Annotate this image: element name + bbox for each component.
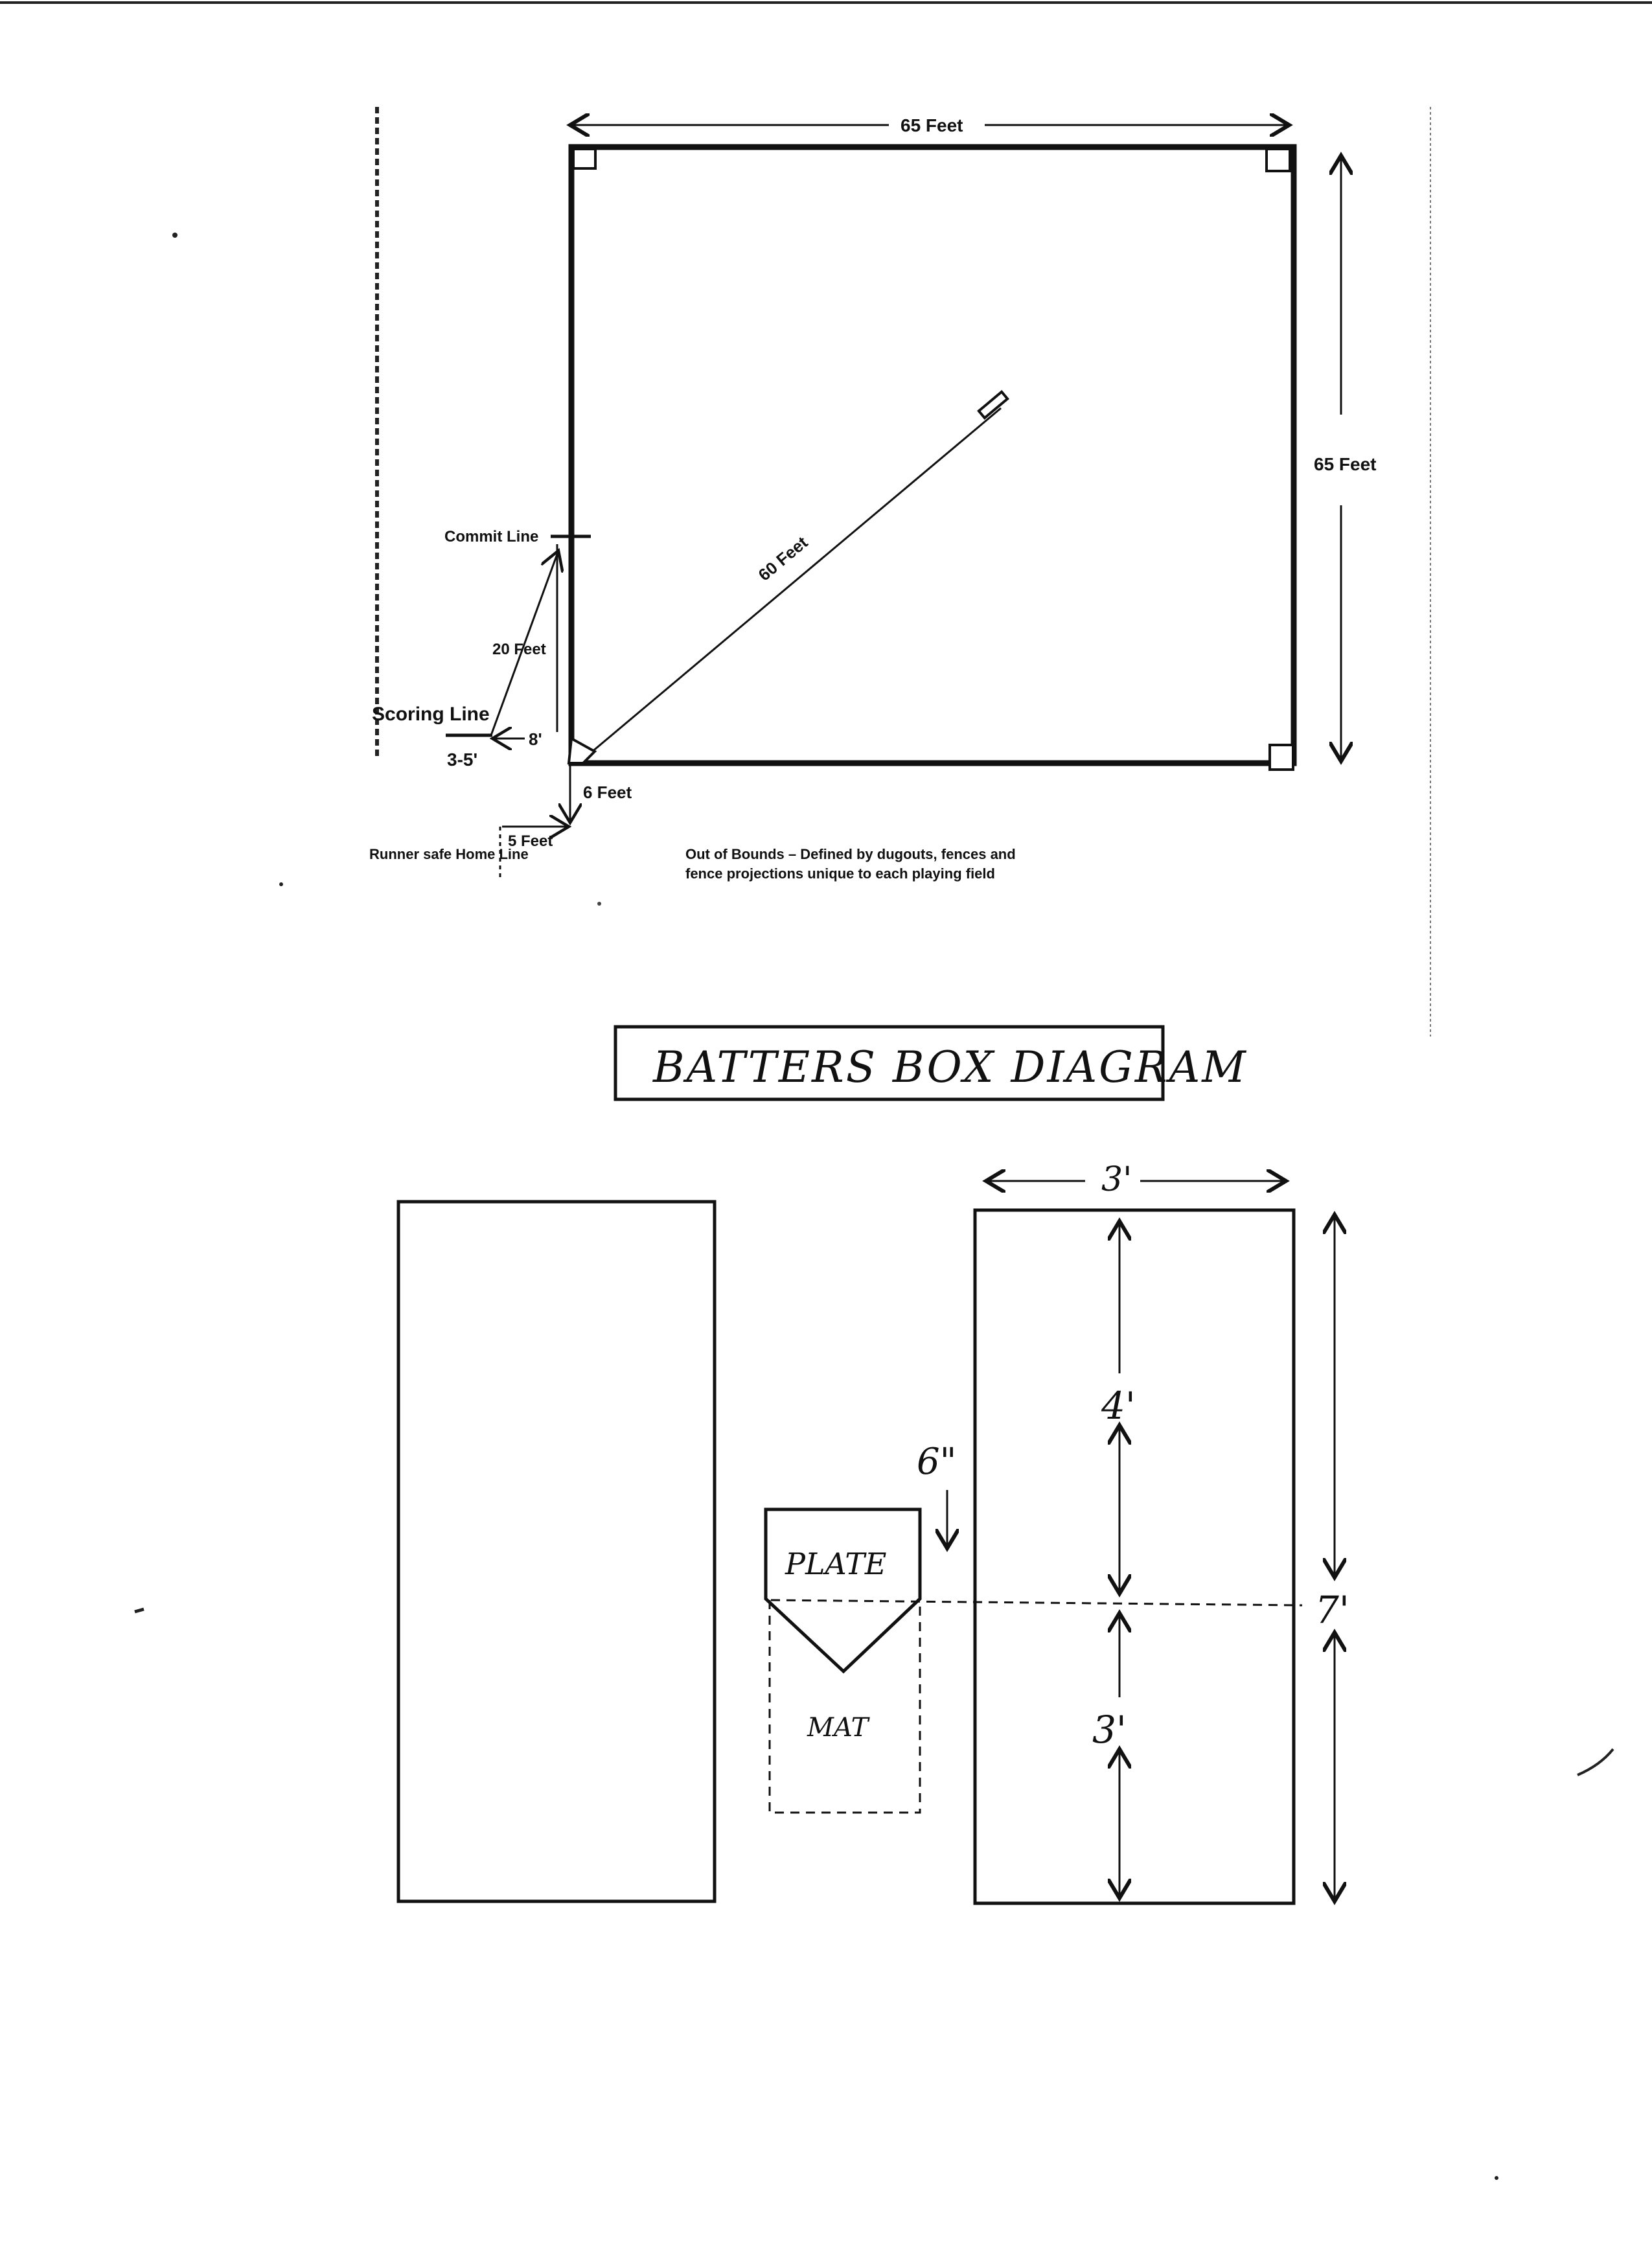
commit-distance-label: 20 Feet xyxy=(492,641,546,658)
plate-centerline xyxy=(770,1599,1303,1607)
batters-box-title-box: BATTERS BOX DIAGRAM xyxy=(614,1025,1248,1101)
scan-speck xyxy=(1495,2176,1498,2180)
box-width-label: 3' xyxy=(1101,1160,1132,1199)
commit-line-label: Commit Line xyxy=(444,528,538,545)
batters-box-diagram: 3' 7' 4' 3' 6" PLATE MAT xyxy=(396,1160,1349,1905)
home-plate xyxy=(764,1507,922,1674)
scoring-width-label: 3-5' xyxy=(447,750,477,770)
scoring-offset-label: 8' xyxy=(529,729,542,749)
right-batters-box xyxy=(973,1208,1296,1905)
upper-length-label: 4' xyxy=(1101,1384,1136,1428)
plate-gap-label: 6" xyxy=(917,1441,956,1483)
scoring-line-diagonal xyxy=(490,551,558,736)
runner-safe-line-label: Runner safe Home Line xyxy=(369,846,529,862)
base-top-right xyxy=(1265,148,1291,172)
batters-box-title: BATTERS BOX DIAGRAM xyxy=(652,1042,1248,1092)
base-top-left xyxy=(572,148,597,170)
scoring-line-label: Scoring Line xyxy=(372,704,490,725)
scan-mark xyxy=(134,1607,144,1614)
scan-mark xyxy=(1577,1748,1614,1776)
runner-side-label: 5 Feet xyxy=(508,832,553,850)
plate-label: PLATE xyxy=(785,1546,886,1581)
width-dimension-label: 65 Feet xyxy=(901,115,963,135)
scan-speck xyxy=(279,882,283,886)
field-diagram: 65 Feet 65 Feet 60 Feet Commit Line 20 F… xyxy=(369,115,1377,882)
runner-down-label: 6 Feet xyxy=(583,783,632,802)
scan-speck xyxy=(172,233,178,238)
base-bottom-right xyxy=(1268,744,1294,771)
mat-label: MAT xyxy=(807,1713,871,1743)
pitching-diagonal-line xyxy=(582,407,1002,761)
scan-speck xyxy=(597,902,601,906)
out-of-bounds-note-line1: Out of Bounds – Defined by dugouts, fenc… xyxy=(685,846,1016,862)
field-boundary xyxy=(568,144,1297,766)
total-length-label: 7' xyxy=(1315,1588,1349,1632)
pitching-rubber xyxy=(977,390,1009,420)
batting-mat xyxy=(768,1600,921,1814)
out-of-bounds-note-line2: fence projections unique to each playing… xyxy=(685,865,995,882)
height-dimension-label: 65 Feet xyxy=(1314,454,1377,474)
diagonal-dimension-label: 60 Feet xyxy=(755,533,812,585)
lower-length-label: 3' xyxy=(1092,1708,1127,1752)
left-batters-box xyxy=(396,1200,717,1903)
home-plate-marker xyxy=(567,736,597,764)
